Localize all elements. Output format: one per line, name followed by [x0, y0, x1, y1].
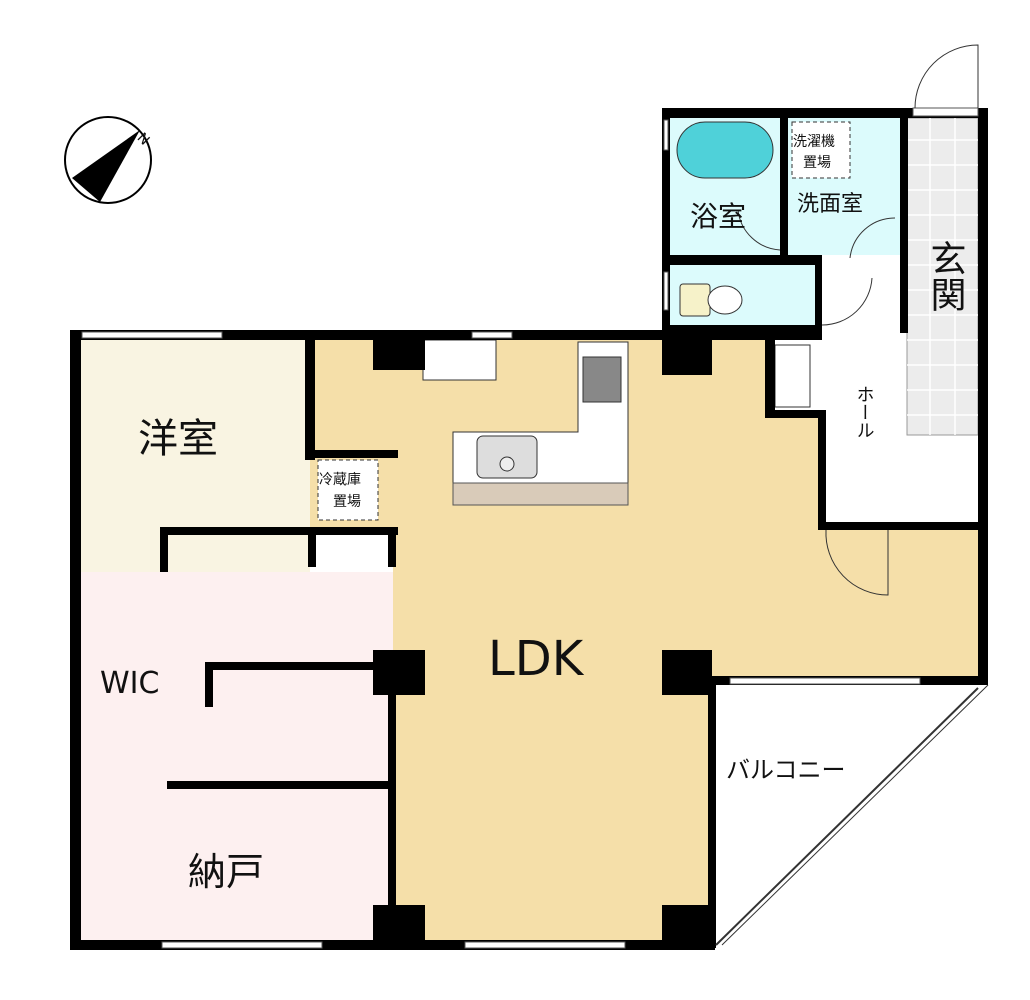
kitchen-counter	[452, 341, 629, 506]
wic-label: WIC	[100, 666, 159, 701]
bathtub-icon	[676, 121, 774, 179]
storage-floor	[80, 785, 393, 942]
stove-icon	[582, 356, 622, 403]
fridge-space-label-1: 冷蔵庫	[319, 471, 361, 488]
fridge-space-label-2: 置場	[333, 494, 361, 510]
storage-shelf	[422, 339, 497, 381]
entrance-label: 玄関	[925, 240, 966, 312]
ldk-label: LDK	[488, 631, 585, 687]
fridge-space	[317, 459, 379, 521]
wash-basin-icon	[774, 344, 811, 408]
windows	[81, 107, 979, 949]
compass-icon: N	[64, 116, 152, 204]
wic-floor	[80, 572, 393, 785]
washroom-label: 洗面室	[797, 192, 863, 217]
bathroom-label: 浴室	[690, 200, 746, 233]
western-room-label: 洋室	[138, 416, 218, 462]
door-swings	[715, 44, 989, 946]
toilet-icon	[679, 283, 743, 317]
washer-space	[791, 121, 851, 179]
storage-label: 納戸	[188, 850, 264, 894]
hall-floor	[765, 340, 978, 525]
washer-space-label-1: 洗濯機	[793, 134, 835, 150]
entrance-floor	[906, 117, 979, 436]
washer-space-label-2: 置場	[803, 155, 831, 171]
hall-label: ホール	[854, 385, 875, 439]
balcony-label: バルコニー	[726, 756, 846, 784]
